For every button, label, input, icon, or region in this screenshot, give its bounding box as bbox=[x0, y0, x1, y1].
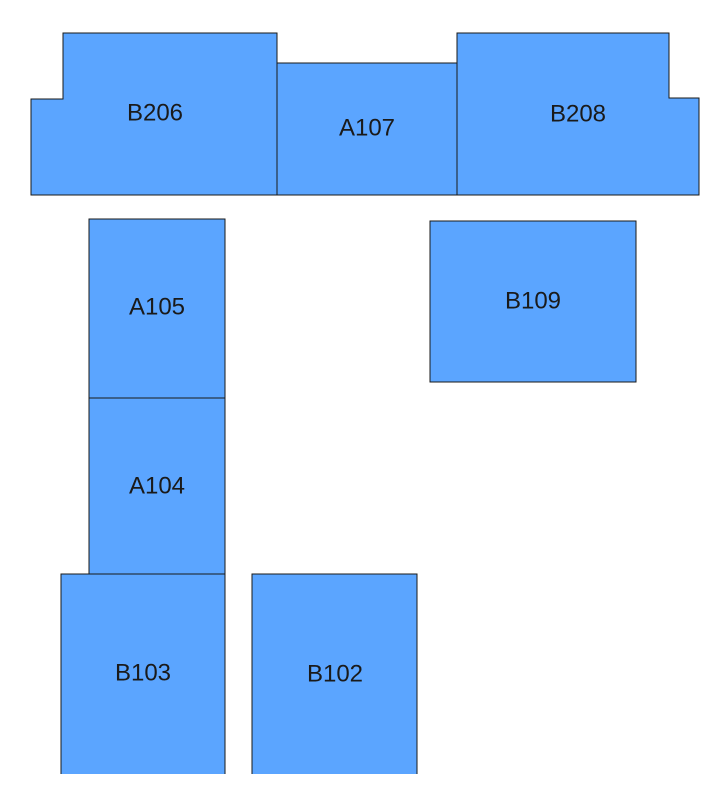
room-b109-label: B109 bbox=[505, 287, 561, 314]
room-b206-label: B206 bbox=[127, 99, 183, 126]
room-b102[interactable]: B102 bbox=[251, 573, 418, 774]
room-b102-label: B102 bbox=[307, 660, 363, 687]
room-a107-label: A107 bbox=[339, 114, 395, 141]
room-b109[interactable]: B109 bbox=[429, 220, 637, 383]
room-b208-shape bbox=[456, 32, 700, 196]
room-b208[interactable]: B208 bbox=[456, 32, 700, 196]
room-b208-label: B208 bbox=[550, 100, 606, 127]
room-b102-shape bbox=[251, 573, 418, 774]
room-b103-label: B103 bbox=[115, 659, 171, 686]
room-b109-shape bbox=[429, 220, 637, 383]
room-a107[interactable]: A107 bbox=[276, 62, 458, 196]
room-b206-shape bbox=[30, 32, 278, 196]
room-a104[interactable]: A104 bbox=[88, 397, 226, 575]
room-b103[interactable]: B103 bbox=[60, 573, 226, 774]
room-a104-label: A104 bbox=[129, 472, 185, 499]
room-a105[interactable]: A105 bbox=[88, 218, 226, 399]
room-a105-label: A105 bbox=[129, 293, 185, 320]
room-b206[interactable]: B206 bbox=[30, 32, 278, 196]
room-b103-shape bbox=[60, 573, 226, 774]
